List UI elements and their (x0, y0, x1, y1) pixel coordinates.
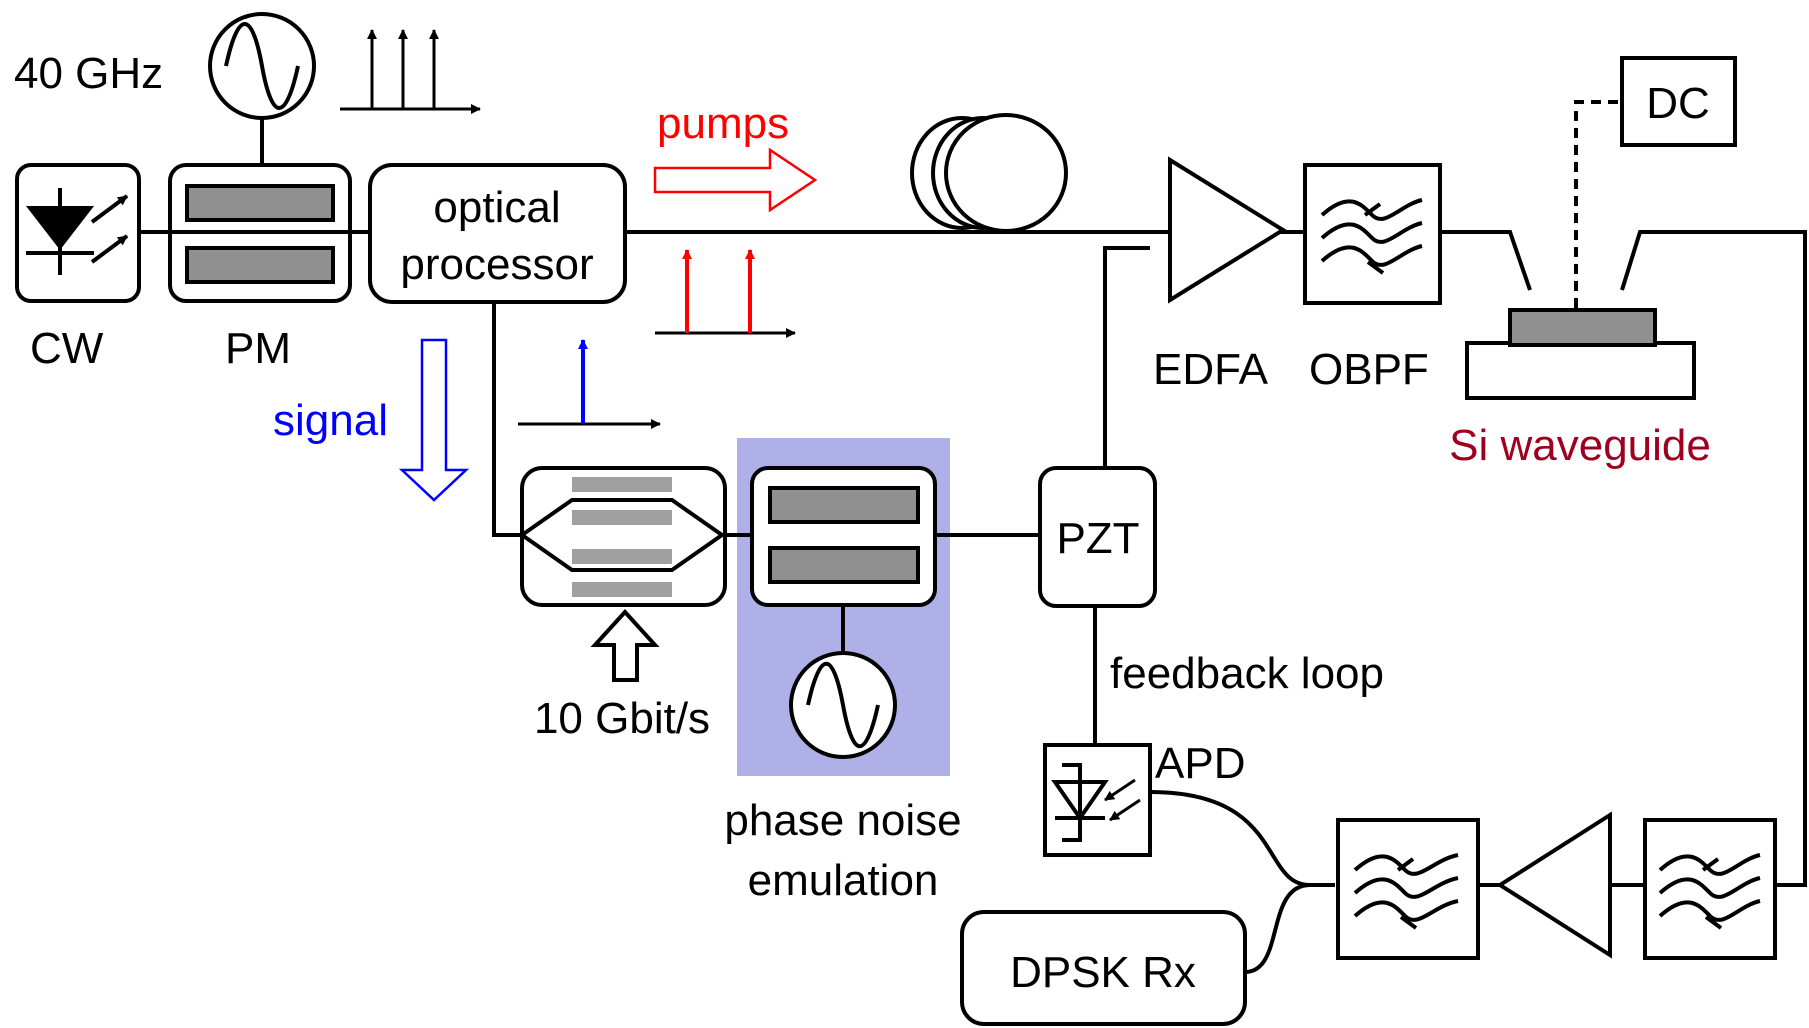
phase-modulator-pm (168, 163, 352, 303)
mz-modulator (518, 466, 727, 607)
laser-diode-icon (26, 188, 129, 275)
rf-source-40ghz (208, 12, 316, 165)
dc-source (1620, 56, 1737, 147)
si-waveguide-chip (1465, 308, 1696, 400)
photodiode-icon (1051, 763, 1141, 842)
data-input-arrow-icon (590, 609, 660, 682)
dc-bias-line (1574, 100, 1620, 308)
noise-rf-source (789, 651, 897, 759)
bandpass-filter-1 (1336, 818, 1480, 960)
pm-label: PM (225, 324, 291, 373)
pumps-arrow-icon (653, 147, 818, 213)
cw-laser (15, 163, 141, 303)
dpsk-rx-label: DPSK Rx (1010, 948, 1196, 997)
bandpass-filter-icon (1353, 853, 1459, 930)
phase-noise-label-2: emulation (748, 856, 939, 905)
signal-arrow-icon (398, 338, 470, 502)
signal-label: signal (273, 396, 388, 445)
optical-processor: optical processor (368, 163, 627, 304)
bandpass-filter-2 (1643, 818, 1777, 960)
si-waveguide-label: Si waveguide (1449, 421, 1711, 470)
sine-icon (224, 22, 300, 110)
dpsk-receiver (960, 910, 1247, 1026)
fiber-spool-icon (910, 113, 1068, 233)
feedback-loop-label: feedback loop (1110, 649, 1384, 698)
rf-frequency-label: 40 GHz (14, 49, 163, 98)
comb-spectrum-icon (340, 29, 481, 114)
cw-label: CW (30, 324, 104, 373)
amplifier-icon (1496, 811, 1612, 959)
edfa-amplifier-icon (1168, 156, 1287, 304)
data-rate-label: 10 Gbit/s (534, 694, 710, 743)
phase-noise-label-1: phase noise (724, 796, 961, 845)
apd-detector (1043, 743, 1152, 857)
pzt-actuator (1038, 466, 1157, 608)
apd-label: APD (1155, 739, 1245, 788)
pumps-spectrum-icon (655, 249, 796, 338)
bandpass-filter-icon (1320, 198, 1423, 275)
signal-spectrum-icon (518, 339, 661, 429)
obpf-label: OBPF (1309, 345, 1429, 394)
pumps-label: pumps (657, 99, 789, 148)
sine-icon (806, 661, 880, 749)
optical-processor-label-1: optical (433, 183, 560, 232)
edfa-label: EDFA (1153, 345, 1269, 394)
fiber-links (90, 100, 1807, 974)
phase-noise-modulator (750, 466, 937, 652)
bandpass-filter-icon (1658, 853, 1761, 930)
optical-processor-label-2: processor (400, 240, 593, 289)
pzt-label: PZT (1056, 514, 1139, 563)
obpf-filter (1303, 163, 1442, 305)
dc-label: DC (1646, 79, 1710, 128)
